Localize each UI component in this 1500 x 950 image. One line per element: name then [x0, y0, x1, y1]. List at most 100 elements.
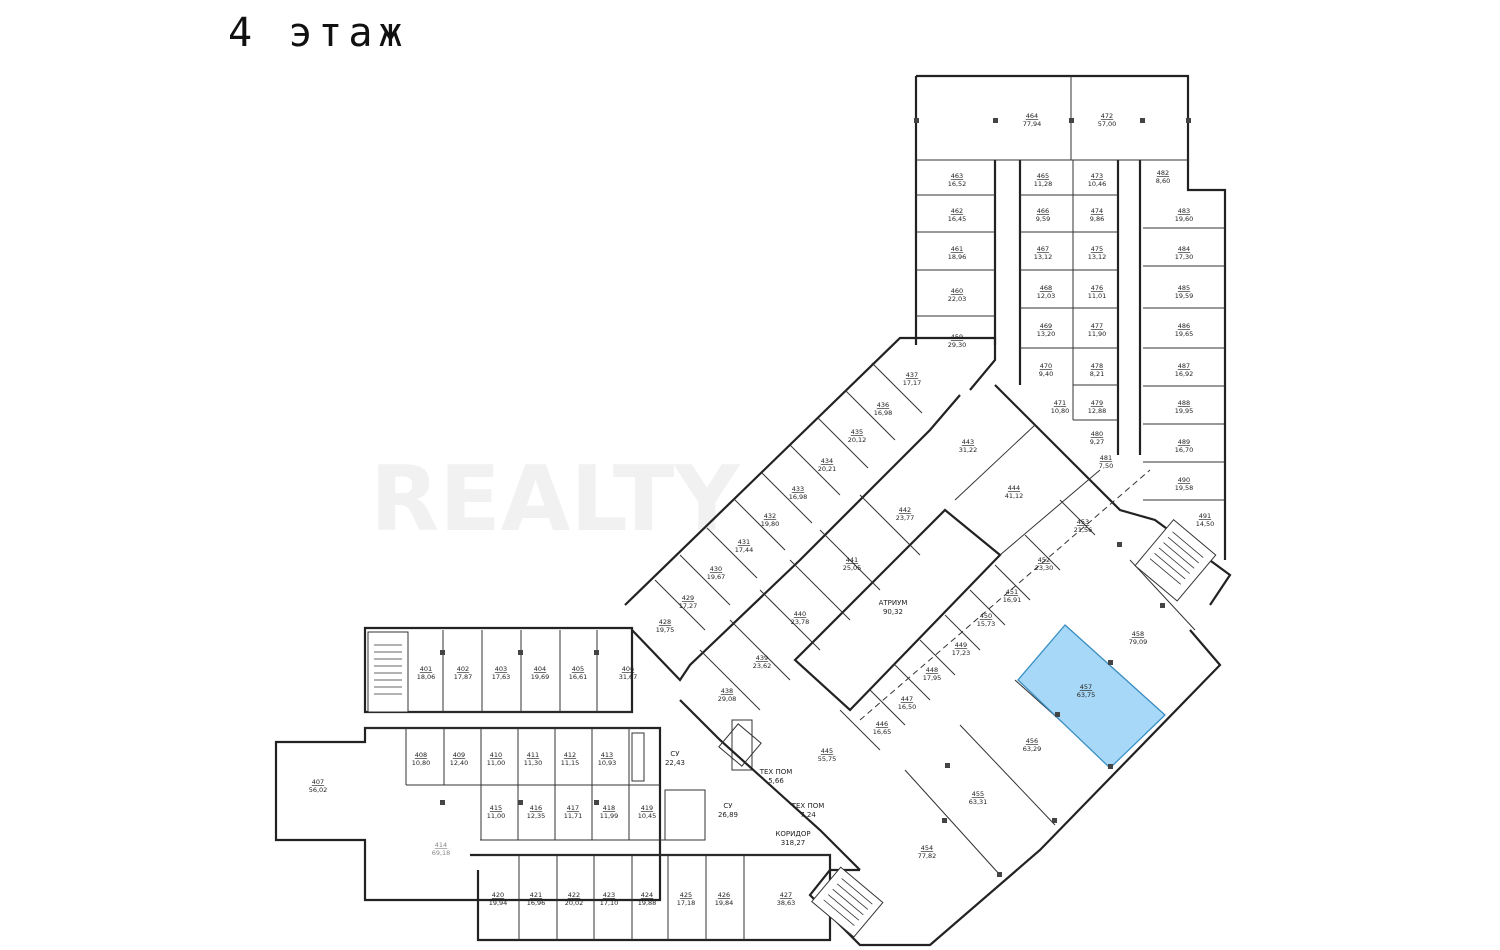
room-number-442: 442 [899, 506, 911, 514]
label-wc2: СУ [723, 802, 733, 810]
room-area-487: 16,92 [1175, 370, 1194, 378]
room-area-447: 16,50 [898, 703, 917, 711]
room-area-481: 7,50 [1099, 462, 1113, 470]
label-tech: ТЕХ ПОМ [791, 802, 825, 810]
room-number-485: 485 [1178, 284, 1190, 292]
room-number-476: 476 [1091, 284, 1103, 292]
room-area-419: 10,45 [638, 812, 657, 820]
room-number-430: 430 [710, 565, 722, 573]
room-area-472: 57,00 [1098, 120, 1117, 128]
room-area-454: 77,82 [918, 852, 937, 860]
room-area-468: 12,03 [1037, 292, 1056, 300]
room-area-441: 25,05 [843, 564, 862, 572]
room-area-470: 9,40 [1039, 370, 1053, 378]
room-number-436: 436 [877, 401, 889, 409]
room-area-458: 79,09 [1129, 638, 1148, 646]
room-area-463: 16,52 [948, 180, 967, 188]
room-number-478: 478 [1091, 362, 1103, 370]
room-area-440: 23,78 [791, 618, 810, 626]
room-area-403: 17,63 [492, 673, 511, 681]
room-area-486: 19,65 [1175, 330, 1194, 338]
label-wc1: СУ [670, 750, 680, 758]
label-atrium-area: 90,32 [883, 608, 903, 616]
room-area-489: 16,70 [1175, 446, 1194, 454]
room-number-486: 486 [1178, 322, 1190, 330]
room-number-465: 465 [1037, 172, 1049, 180]
room-area-422: 20,02 [565, 899, 584, 907]
room-number-488: 488 [1178, 399, 1190, 407]
room-area-408: 10,80 [412, 759, 431, 767]
stair-west [367, 631, 409, 713]
room-number-405: 405 [572, 665, 584, 673]
room-number-412: 412 [564, 751, 576, 759]
stair-south [811, 866, 884, 938]
room-area-471: 10,80 [1051, 407, 1070, 415]
room-number-477: 477 [1091, 322, 1103, 330]
room-number-457: 457 [1080, 683, 1092, 691]
room-area-452: 23,30 [1035, 564, 1054, 572]
room-area-407: 56,02 [309, 786, 328, 794]
room-area-444: 41,12 [1005, 492, 1024, 500]
room-area-442: 23,77 [896, 514, 915, 522]
room-number-437: 437 [906, 371, 918, 379]
floor-title: 4 этаж [228, 10, 409, 56]
room-area-448: 17,95 [923, 674, 942, 682]
room-area-490: 19,58 [1175, 484, 1194, 492]
room-area-412: 11,15 [561, 759, 580, 767]
room-area-437: 17,17 [903, 379, 922, 387]
room-area-461: 18,96 [948, 253, 967, 261]
room-number-470: 470 [1040, 362, 1052, 370]
room-number-474: 474 [1091, 207, 1103, 215]
room-number-427: 427 [780, 891, 792, 899]
room-number-453: 453 [1077, 518, 1089, 526]
room-number-463: 463 [951, 172, 963, 180]
label-wc1-area: 22,43 [665, 759, 685, 767]
room-area-435: 20,12 [848, 436, 867, 444]
room-number-426: 426 [718, 891, 730, 899]
room-number-480: 480 [1091, 430, 1103, 438]
room-number-456: 456 [1026, 737, 1038, 745]
room-number-413: 413 [601, 751, 613, 759]
columns [440, 118, 1191, 877]
room-number-446: 446 [876, 720, 888, 728]
room-area-451: 16,91 [1003, 596, 1022, 604]
room-number-466: 466 [1037, 207, 1049, 215]
label-tech-area: 7,24 [800, 811, 816, 819]
label-corridor-area: 318,27 [781, 839, 806, 847]
room-area-478: 8,21 [1090, 370, 1104, 378]
room-number-460: 460 [951, 287, 963, 295]
room-number-459: 459 [951, 333, 963, 341]
room-number-411: 411 [527, 751, 539, 759]
room-number-473: 473 [1091, 172, 1103, 180]
room-area-428: 19,75 [656, 626, 675, 634]
room-number-482: 482 [1157, 169, 1169, 177]
room-area-480: 9,27 [1090, 438, 1104, 446]
room-number-455: 455 [972, 790, 984, 798]
room-number-421: 421 [530, 891, 542, 899]
room-number-452: 452 [1038, 556, 1050, 564]
west-wing [274, 626, 832, 942]
room-number-417: 417 [567, 804, 579, 812]
elevator [718, 723, 762, 767]
room-number-406: 406 [622, 665, 634, 673]
room-area-467: 13,12 [1034, 253, 1053, 261]
room-number-420: 420 [492, 891, 504, 899]
room-number-467: 467 [1037, 245, 1049, 253]
room-number-489: 489 [1178, 438, 1190, 446]
stair-east [1134, 518, 1217, 602]
room-area-434: 20,21 [818, 465, 837, 473]
room-number-487: 487 [1178, 362, 1190, 370]
room-number-471: 471 [1054, 399, 1066, 407]
room-number-425: 425 [680, 891, 692, 899]
room-number-434: 434 [821, 457, 833, 465]
room-number-491: 491 [1199, 512, 1211, 520]
room-number-440: 440 [794, 610, 806, 618]
room-number-447: 447 [901, 695, 913, 703]
room-number-401: 401 [420, 665, 432, 673]
room-number-410: 410 [490, 751, 502, 759]
room-area-469: 13,20 [1037, 330, 1056, 338]
label-tech2: ТЕХ ПОМ [759, 768, 793, 776]
room-number-450: 450 [980, 612, 992, 620]
room-number-451: 451 [1006, 588, 1018, 596]
room-number-454: 454 [921, 844, 933, 852]
